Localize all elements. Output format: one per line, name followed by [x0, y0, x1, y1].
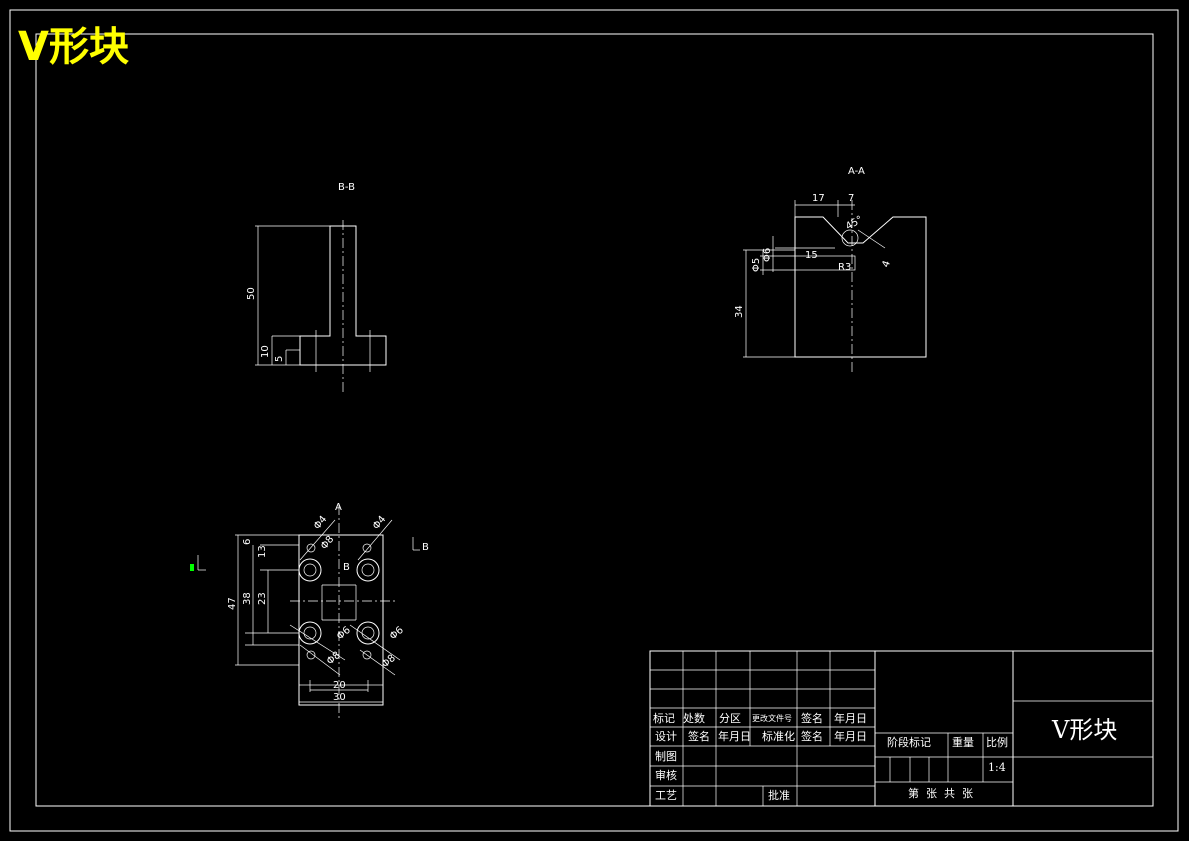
tb-rev-doc: 更改文件号	[752, 713, 792, 723]
tb-design-sign: 签名	[688, 729, 710, 743]
tb-stage-mark: 阶段标记	[887, 735, 931, 749]
dim-phi6-a: Φ6	[335, 625, 353, 643]
dim-r3: R3	[838, 262, 851, 273]
section-bb-view: B-B 50 10 5	[246, 182, 387, 392]
tb-approve: 批准	[768, 788, 790, 802]
tb-scale-value: 1:4	[988, 761, 1006, 774]
dim-15: 15	[805, 250, 818, 261]
dim-17: 17	[812, 193, 825, 204]
tb-design-date: 年月日	[718, 729, 751, 743]
dim-20: 20	[333, 680, 346, 691]
plan-view: 47 38 23 13 6 20 30 Φ4 Φ4 Φ8 Φ6 Φ6 Φ8 Φ8…	[227, 502, 429, 720]
tb-process: 工艺	[655, 789, 677, 802]
tb-review: 审核	[655, 768, 677, 782]
outer-frame	[9, 9, 1179, 832]
tb-rev-sign: 签名	[801, 711, 823, 725]
dim-phi4-b: Φ4	[371, 514, 389, 532]
dim-45deg: 45°	[844, 214, 865, 232]
dim-13: 13	[257, 545, 268, 558]
section-marker-b1: B	[343, 562, 350, 573]
inner-frame	[35, 33, 1154, 807]
tb-rev-zone: 分区	[719, 712, 741, 725]
dim-phi8-a: Φ8	[319, 534, 337, 552]
dim-10: 10	[260, 345, 271, 358]
dim-phi6: Φ6	[762, 248, 773, 262]
dim-7: 7	[848, 193, 854, 204]
tb-std-sign: 签名	[801, 729, 823, 743]
tb-rev-mark: 标记	[653, 711, 675, 725]
section-bb-label: B-B	[338, 182, 355, 193]
tb-rev-count: 处数	[683, 712, 705, 725]
tb-scale: 比例	[986, 735, 1008, 749]
dim-34: 34	[734, 305, 745, 318]
dim-phi6-b: Φ6	[388, 625, 406, 643]
dim-phi8-b: Φ8	[325, 650, 343, 668]
dim-23: 23	[257, 592, 268, 605]
drawing-title: V形块	[18, 24, 129, 70]
dim-30: 30	[333, 692, 346, 703]
tb-drafting: 制图	[655, 750, 677, 763]
ucs-marker-icon	[190, 564, 194, 571]
tb-standard: 标准化	[762, 729, 795, 743]
dim-47: 47	[227, 597, 238, 610]
tb-design: 设计	[655, 730, 677, 743]
section-aa-view: A-A 17 7 15 34 Φ5 Φ6 R3 45° 4	[734, 166, 927, 372]
dim-phi5: Φ5	[751, 258, 762, 272]
tb-sheet: 第 张 共 张	[908, 786, 973, 800]
tb-std-date: 年月日	[834, 729, 867, 743]
dim-4: 4	[880, 259, 893, 269]
tb-part-name: V形块	[1051, 716, 1117, 744]
section-marker-a: A	[335, 502, 342, 513]
dim-50: 50	[246, 287, 257, 300]
section-aa-label: A-A	[848, 166, 865, 177]
title-block: 标记 处数 分区 更改文件号 签名 年月日 设计 签名 年月日 标准化 签名 年…	[649, 650, 1154, 807]
tb-rev-date: 年月日	[834, 711, 867, 725]
section-marker-b2: B	[422, 542, 429, 553]
dim-6: 6	[242, 539, 253, 545]
dim-38: 38	[242, 592, 253, 605]
dim-5: 5	[274, 356, 285, 362]
tb-weight: 重量	[952, 735, 974, 749]
